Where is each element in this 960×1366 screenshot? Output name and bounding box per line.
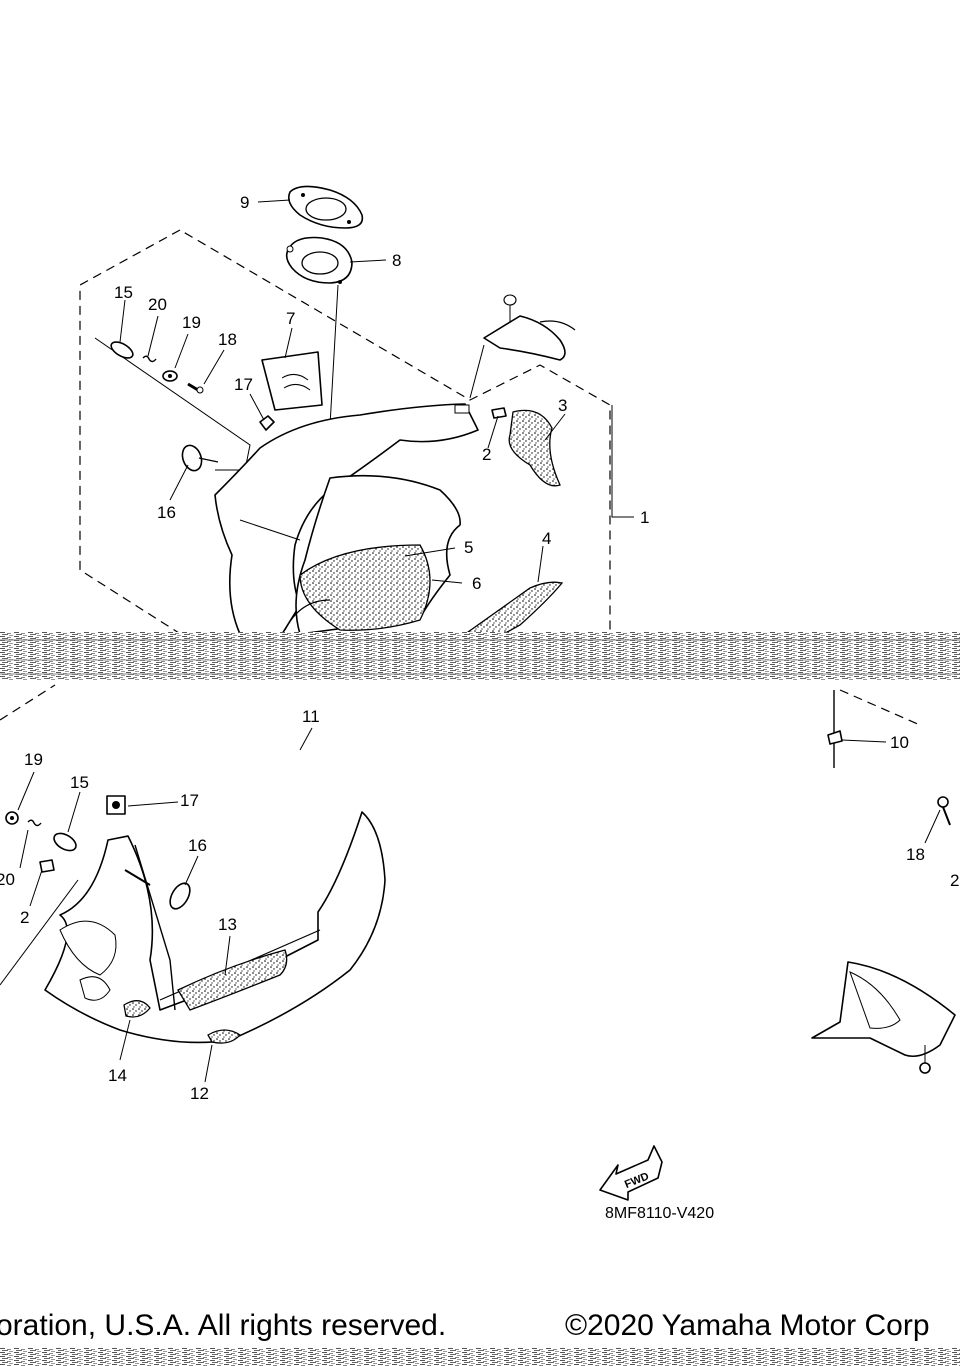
callout-8: 8 [392, 251, 401, 270]
part-2-clip-upper [491, 407, 507, 419]
lower-right-dashed-outline [839, 689, 921, 726]
part-9-gasket [287, 185, 364, 229]
upper-callouts: 9 8 15 20 19 18 7 17 3 2 16 1 5 4 6 [114, 193, 649, 593]
part-18-screw-lower [924, 796, 951, 844]
callout-2: 2 [482, 445, 491, 464]
upper-assembly: 9 8 15 20 19 18 7 17 3 2 16 1 5 4 6 [79, 185, 649, 641]
callout-19-lower: 19 [24, 750, 43, 769]
lower-right-bracket [811, 961, 956, 1074]
callout-20: 20 [148, 295, 167, 314]
callout-17: 17 [234, 375, 253, 394]
part-8-meter-ring [285, 236, 353, 284]
scan-artifact-band [0, 632, 960, 680]
copyright-right: ©2020 Yamaha Motor Corp [565, 1309, 930, 1342]
drawing-code: 8MF8110-V420 [605, 1205, 714, 1222]
part-16-grommet [181, 444, 219, 472]
callout-18: 18 [218, 330, 237, 349]
copyright-left: oration, U.S.A. All rights reserved. [0, 1309, 446, 1342]
upper-bracket [469, 294, 576, 399]
part-17-clip [259, 415, 275, 431]
part-4-pad [466, 581, 564, 637]
fastener-group-lower [5, 795, 126, 873]
copyright-footer: oration, U.S.A. All rights reserved. ©20… [0, 1309, 930, 1342]
lower-right-assembly: 10 18 2 [811, 689, 959, 1074]
callout-2-lower: 2 [20, 908, 29, 927]
callout-10-lower: 10 [890, 733, 909, 752]
callout-17-lower: 17 [180, 791, 199, 810]
callout-16: 16 [157, 503, 176, 522]
callout-7: 7 [286, 309, 295, 328]
callout-20-lower: 20 [0, 870, 15, 889]
fastener-group-upper [94, 337, 251, 471]
callout-12-lower: 12 [190, 1084, 209, 1103]
callout-6: 6 [472, 574, 481, 593]
lower-left-dashed-outline [0, 684, 56, 721]
lower-left-callouts: 11 19 15 17 16 20 2 13 14 12 [0, 707, 320, 1103]
lower-left-leader-lines [0, 727, 313, 1083]
callout-19: 19 [182, 313, 201, 332]
part-10-pin [827, 690, 887, 768]
callout-11-lower: 11 [302, 707, 320, 726]
part-3-pad [508, 409, 561, 487]
part-1-front-cover [214, 403, 479, 635]
callout-15: 15 [114, 283, 133, 302]
callout-5: 5 [464, 538, 473, 557]
callout-3: 3 [558, 396, 567, 415]
callout-18-lower: 18 [906, 845, 925, 864]
callout-4: 4 [542, 529, 551, 548]
callout-9: 9 [240, 193, 249, 212]
callout-16-lower: 16 [188, 836, 207, 855]
callout-2b-lower: 2 [950, 871, 959, 890]
callout-1: 1 [640, 508, 649, 527]
callout-14-lower: 14 [108, 1066, 127, 1085]
lower-left-assembly: 11 19 15 17 16 20 2 13 14 12 [0, 684, 386, 1103]
part-11-lower-cover [44, 811, 386, 1044]
callout-13-lower: 13 [218, 915, 237, 934]
footer-scan-artifact [0, 1348, 960, 1366]
callout-15-lower: 15 [70, 773, 89, 792]
part-7-panel [261, 351, 323, 411]
upper-leader-lines [119, 199, 634, 584]
fwd-arrow: FWD [599, 1145, 663, 1201]
